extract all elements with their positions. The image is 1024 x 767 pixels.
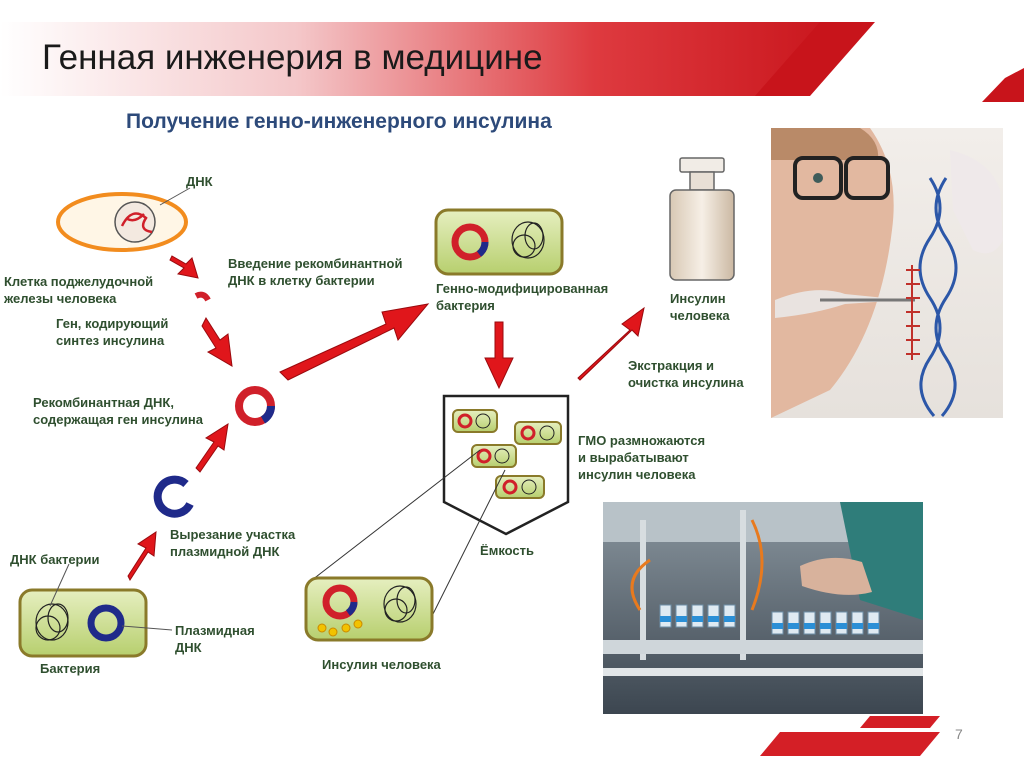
page-number: 7 [955, 726, 963, 742]
cut-plasmid-ring-icon [153, 475, 194, 518]
arrow-icon [195, 422, 229, 473]
title-banner [0, 22, 850, 96]
insulin-vial-icon [669, 157, 735, 281]
plasmid-dna-label-line2: ДНК [175, 640, 202, 655]
banner-accent-stripe [755, 22, 1024, 102]
gene-label-line2: синтез инсулина [56, 333, 165, 348]
human-insulin-label-line2: человека [670, 308, 730, 323]
human-insulin-label-line1: Инсулин [670, 291, 726, 306]
arrow-icon [577, 306, 645, 381]
scientist-dna-photo [771, 128, 1003, 418]
gene-label-line1: Ген, кодирующий [56, 316, 169, 331]
bacterium-icon [18, 588, 148, 658]
gmo-label-line3: инсулин человека [578, 467, 696, 482]
arrow-icon [169, 255, 199, 279]
arrow-icon [484, 321, 514, 390]
extraction-label-line2: очистка инсулина [628, 375, 744, 390]
arrow-icon [201, 316, 233, 367]
arrow-icon [279, 303, 430, 381]
gmo-label-line2: и вырабатывают [578, 450, 689, 465]
introduction-label-line2: ДНК в клетку бактерии [228, 273, 375, 288]
production-line-photo [603, 502, 923, 714]
recombinant-dna-label-line2: содержащая ген инсулина [33, 412, 203, 427]
arrow-icon [127, 531, 157, 582]
cutting-label-line1: Вырезание участка [170, 527, 296, 542]
footer-accent-stripe [760, 732, 940, 756]
introduction-label-line1: Введение рекомбинантной [228, 256, 403, 271]
process-arrows [127, 255, 645, 582]
extraction-label-line1: Экстракция и [628, 358, 715, 373]
gm-bacterium-label-line1: Генно-модифицированная [436, 281, 609, 296]
insulin-producing-bacterium-icon [304, 576, 434, 642]
tank-icon [442, 394, 570, 536]
bacterial-dna-label: ДНК бактерии [10, 552, 100, 567]
diagram-subtitle: Получение генно-инженерного инсулина [126, 110, 552, 133]
recombinant-dna-label-line1: Рекомбинантная ДНК, [33, 395, 174, 410]
pancreas-cell [56, 192, 188, 252]
gm-bacterium-label-line2: бактерия [436, 298, 495, 313]
plasmid-dna-label-line1: Плазмидная [175, 623, 255, 638]
cutting-label-line2: плазмидной ДНК [170, 544, 280, 559]
pancreas-cell-label-line2: железы человека [4, 291, 117, 306]
insulin-output-label: Инсулин человека [322, 657, 441, 672]
page-title: Генная инженерия в медицине [42, 38, 543, 77]
pancreas-cell-label-line1: Клетка поджелудочной [4, 274, 154, 289]
recombinant-plasmid-ring-icon [235, 386, 276, 426]
dna-label: ДНК [186, 174, 213, 189]
bacterium-label: Бактерия [40, 661, 101, 676]
gmo-label-line1: ГМО размножаются [578, 433, 706, 448]
gm-bacterium-icon [434, 208, 564, 276]
tank-label: Ёмкость [480, 543, 535, 558]
